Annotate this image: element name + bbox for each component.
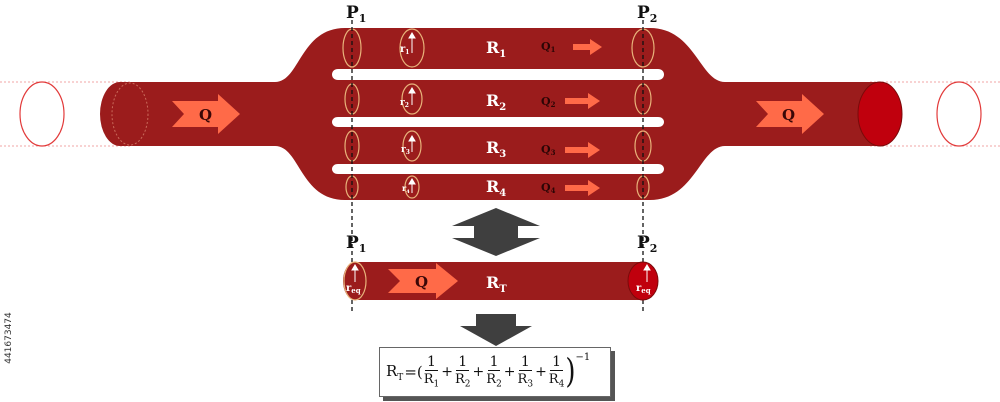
branch-4-flow: Q4 xyxy=(541,181,556,195)
req-left-label: req xyxy=(346,283,361,295)
outflow-chevron-arrow xyxy=(756,94,824,134)
branch-1-flow: Q1 xyxy=(541,40,556,54)
branch-1-resistance: R1 xyxy=(486,38,506,60)
branch-1-radius: r1 xyxy=(400,44,409,56)
formula-lhs: RT xyxy=(386,361,404,383)
outflow-q-label: Q xyxy=(782,106,795,124)
vessel-body xyxy=(100,28,880,200)
ghost-vessel-left xyxy=(0,81,130,147)
req-right-label: req xyxy=(636,283,651,295)
formula-close-paren: ) xyxy=(565,352,576,392)
watermark-id: 441673474 xyxy=(4,311,14,364)
formula-exponent: −1 xyxy=(575,352,591,363)
total-resistance-label: RT xyxy=(486,273,507,295)
branch-4-radius: r4 xyxy=(402,183,410,195)
p1-bottom-label: P1 xyxy=(346,233,366,255)
inflow-chevron-arrow xyxy=(172,94,240,134)
branch-2-resistance: R2 xyxy=(486,91,506,113)
branch-4-resistance: R4 xyxy=(486,177,506,199)
equivalence-double-arrow xyxy=(452,208,540,256)
inlet-ring xyxy=(111,82,149,146)
p2-top-label: P2 xyxy=(637,3,657,25)
formula-plus: + xyxy=(535,364,547,380)
ghost-vessel-right xyxy=(870,81,1000,147)
branch-3-radius: r3 xyxy=(401,145,410,156)
p1-top-label: P1 xyxy=(346,3,366,25)
formula-plus: + xyxy=(472,364,485,380)
branch-3-flow: Q3 xyxy=(541,143,556,157)
branch-3-resistance: R3 xyxy=(486,138,506,160)
branch-2-radius: r2 xyxy=(400,98,409,109)
radius-arrows xyxy=(408,32,416,193)
formula-plus: + xyxy=(441,364,453,380)
inflow-q-label: Q xyxy=(199,106,212,124)
equivalent-vessel xyxy=(343,261,659,301)
branch-gaps xyxy=(332,69,664,174)
formula-plus: + xyxy=(503,364,516,380)
p2-bottom-label: P2 xyxy=(637,233,657,255)
equivalent-q-label: Q xyxy=(415,273,428,291)
formula-equals: =( xyxy=(404,363,423,381)
outlet-cap xyxy=(857,81,903,147)
branch-2-flow: Q2 xyxy=(541,95,556,109)
branch-flow-arrows xyxy=(565,39,602,196)
result-down-arrow xyxy=(460,314,532,346)
